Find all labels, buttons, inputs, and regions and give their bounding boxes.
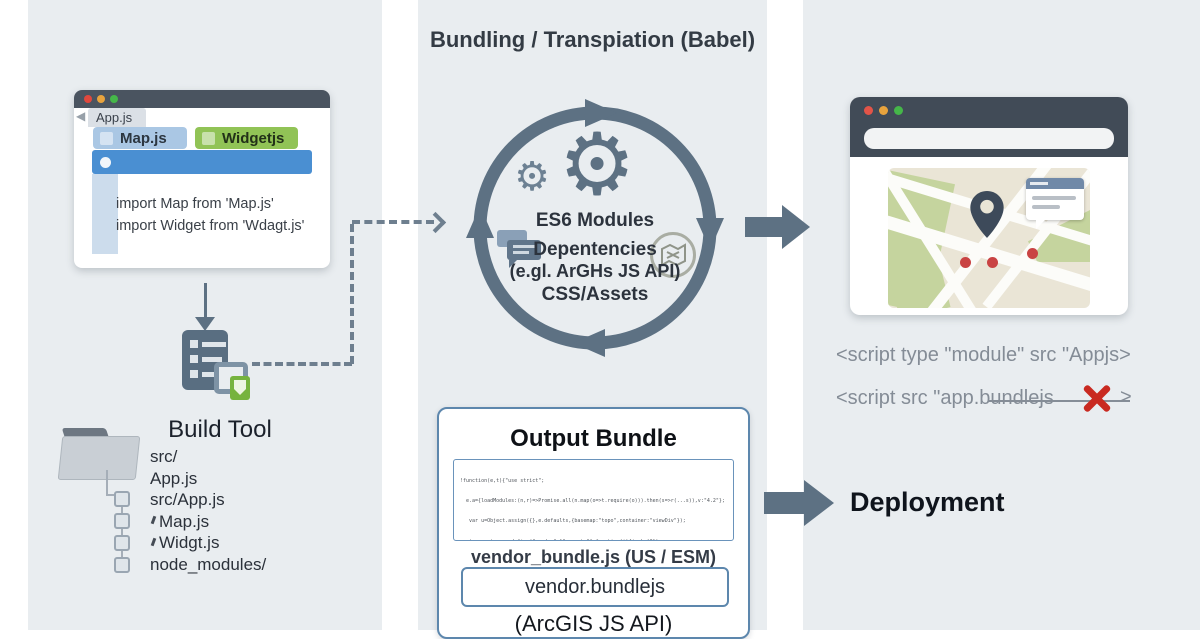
vendor-bundle-box: vendor.bundlejs — [461, 567, 729, 607]
file-icon — [100, 131, 113, 145]
bundle-caption: vendor_bundle.js (US / ESM) — [470, 547, 717, 567]
output-bundle-title: Output Bundle — [510, 425, 677, 452]
flow-arrow — [745, 217, 782, 237]
bundle-code-preview: !function(e,t){"use strict"; e.a={loadMo… — [453, 459, 734, 541]
tree-item[interactable]: src/ — [150, 447, 178, 466]
folder-icon — [57, 436, 141, 480]
bullet-dot-icon — [100, 157, 111, 168]
file-tree: src/ App.js src/App.js Map.js Widgt.js n… — [150, 446, 340, 576]
tree-item[interactable]: App.js — [150, 468, 198, 488]
map-marker-dot[interactable] — [1027, 248, 1038, 259]
cycle-line: ES6 Modules — [535, 210, 655, 231]
right-panel — [803, 0, 1200, 630]
flow-arrow — [764, 492, 804, 514]
map-pin-icon[interactable] — [968, 190, 1006, 240]
tab-widgetjs[interactable]: Widgetjs — [195, 127, 298, 149]
small-gear-icon: ⚙ — [514, 154, 550, 200]
script-bundle-line: <script src "app.bundlejs — [836, 387, 1054, 409]
close-dot-icon[interactable] — [864, 106, 873, 115]
tree-item[interactable]: node_modules/ — [150, 554, 267, 574]
diagram-title: Bundling / Transpiation (Babel) — [429, 27, 756, 52]
cycle-line: Depentencies — [533, 239, 657, 260]
script-bundle-line-end: > — [1120, 386, 1132, 408]
error-x-icon — [1080, 381, 1114, 415]
tree-item[interactable]: Widgt.js — [159, 533, 220, 553]
strikethrough-line — [988, 400, 1130, 402]
down-arrow-line — [204, 283, 207, 319]
cycle-ring — [466, 99, 724, 357]
tab-appjs[interactable]: App.js — [88, 108, 146, 127]
map-marker-dot[interactable] — [987, 257, 998, 268]
down-arrow-head-icon — [195, 317, 215, 331]
flow-arrow-head-icon — [782, 205, 810, 249]
maximize-dot-icon[interactable] — [110, 95, 118, 103]
file-node-icon[interactable] — [114, 557, 130, 573]
tree-connector — [121, 494, 123, 564]
map-view — [888, 168, 1090, 308]
gear-icon: ⚙ — [558, 115, 636, 215]
close-dot-icon[interactable] — [84, 95, 92, 103]
file-icon — [202, 131, 215, 145]
tree-item[interactable]: src/App.js — [150, 490, 225, 510]
code-line: import Map from 'Map.js' — [116, 196, 274, 212]
dashed-connector — [352, 220, 434, 224]
chat-bubbles-icon — [495, 228, 547, 270]
tree-item[interactable]: Map.js — [159, 511, 210, 531]
cycle-line: (e.gl. ArGHs JS API) — [509, 261, 681, 281]
shield-check-icon — [230, 376, 250, 400]
code-line: import Widget from 'Wdagt.js' — [116, 218, 305, 234]
minimize-dot-icon[interactable] — [879, 106, 888, 115]
back-arrow-icon[interactable]: ◀ — [76, 109, 86, 123]
dashed-connector — [350, 224, 354, 364]
editor-header-bar — [92, 150, 312, 174]
address-bar[interactable] — [864, 128, 1114, 149]
output-bundle-box: Output Bundle !function(e,t){"use strict… — [437, 407, 750, 639]
tree-connector — [106, 470, 108, 496]
map-marker-dot[interactable] — [960, 257, 971, 268]
editor-gutter — [92, 174, 118, 254]
tab-mapjs[interactable]: Map.js — [93, 127, 187, 149]
build-tool-label: Build Tool — [168, 416, 272, 443]
file-node-icon[interactable] — [114, 491, 130, 507]
file-node-icon[interactable] — [114, 513, 130, 529]
popup-header — [1026, 178, 1084, 189]
deployment-label: Deployment — [850, 487, 1005, 517]
cycle-line: CSS/Assets — [541, 284, 649, 305]
tab-label: Widgetjs — [222, 129, 285, 147]
editor-titlebar — [74, 90, 330, 108]
flow-arrow-head-icon — [804, 480, 834, 526]
minimize-dot-icon[interactable] — [97, 95, 105, 103]
script-module-line: <script type "module" src "Appjs> — [836, 344, 1131, 366]
dashed-connector — [252, 362, 352, 366]
map-popup — [1026, 178, 1084, 229]
popup-tail — [1036, 220, 1045, 229]
tab-label: Map.js — [120, 129, 167, 147]
api-caption: (ArcGIS JS API) — [514, 611, 673, 636]
file-node-icon[interactable] — [114, 535, 130, 551]
map-stamp-icon — [650, 232, 696, 278]
maximize-dot-icon[interactable] — [894, 106, 903, 115]
